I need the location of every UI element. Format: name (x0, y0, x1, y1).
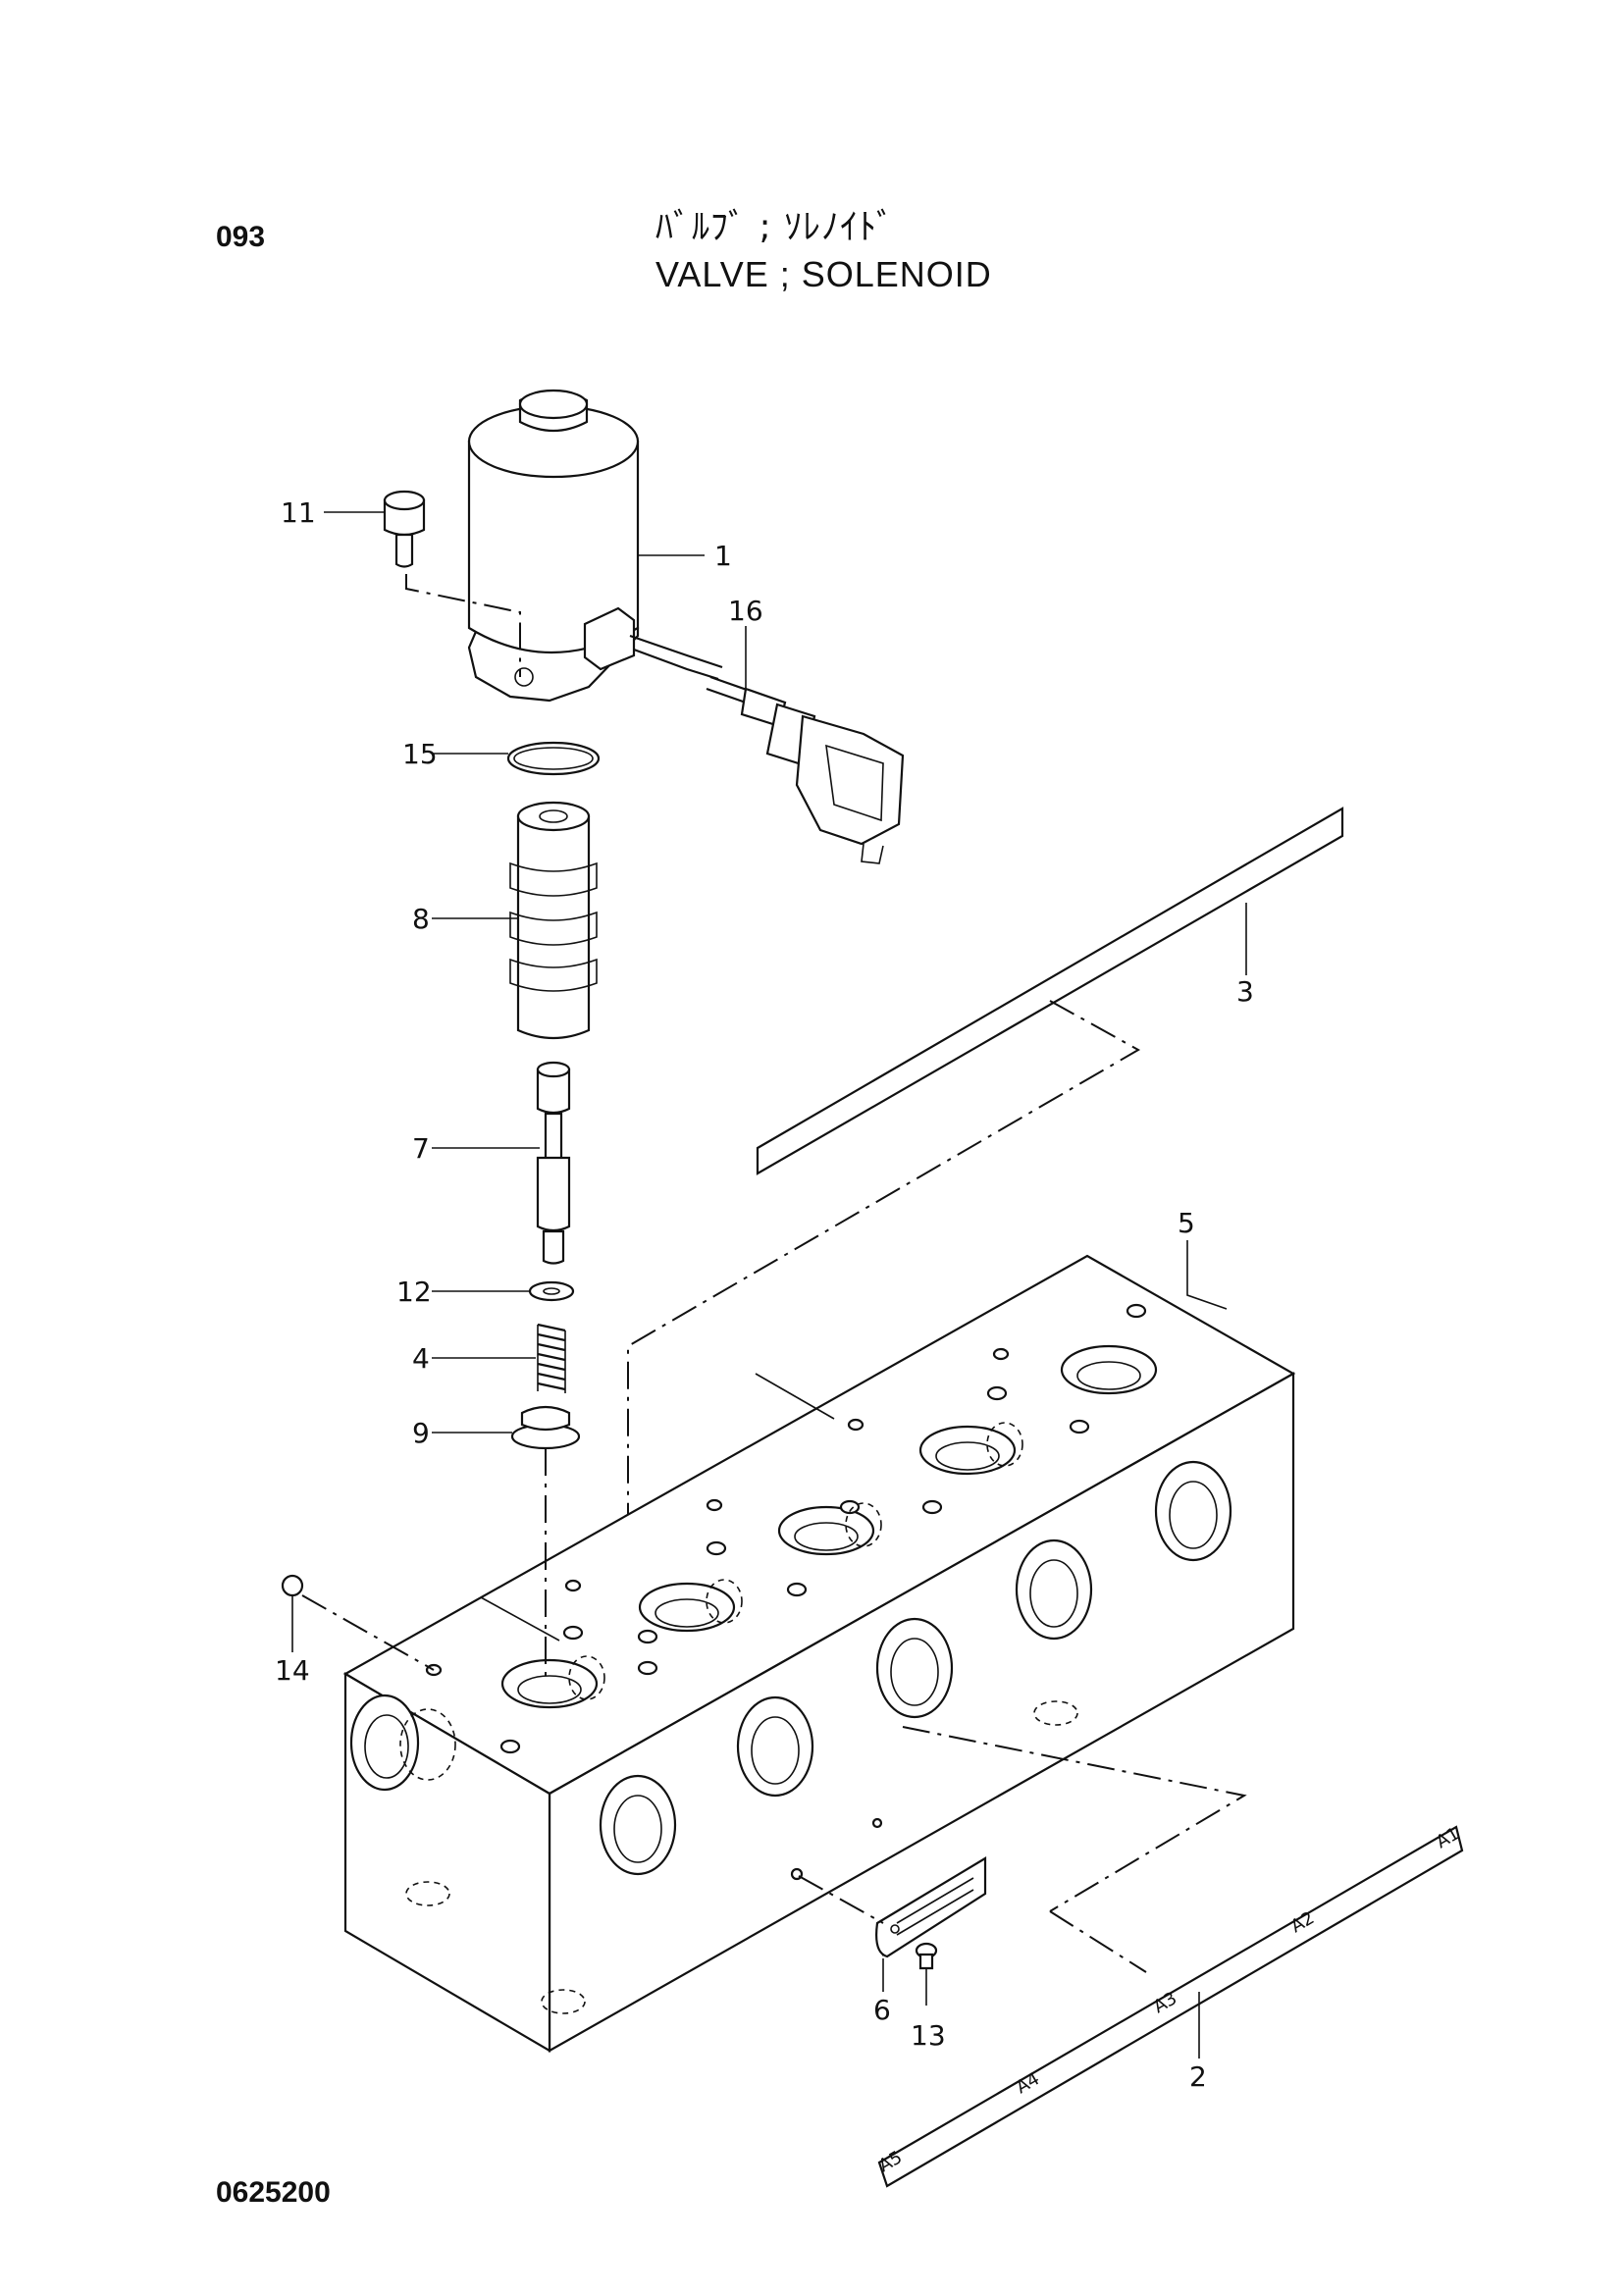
o-ring (506, 741, 601, 776)
callout-13: 13 (911, 2019, 946, 2052)
callout-14: 14 (275, 1654, 310, 1687)
gasket-plate-upper (627, 807, 1344, 1597)
page-number: 093 (216, 221, 266, 253)
name-plate (798, 1856, 987, 1958)
drive-screw (915, 1942, 938, 1970)
document-code: 0625200 (216, 2176, 331, 2209)
leader-lines (291, 511, 1247, 2059)
solenoid-coil (467, 389, 640, 703)
harness-connector (629, 634, 905, 864)
callout-3: 3 (1236, 975, 1254, 1008)
callout-9: 9 (412, 1417, 430, 1449)
valve-body-block (342, 1254, 1296, 2053)
callout-12: 12 (396, 1276, 432, 1308)
callout-8: 8 (412, 903, 430, 935)
callout-2: 2 (1189, 2060, 1207, 2093)
callout-4: 4 (412, 1342, 430, 1375)
plug-cap (510, 1405, 581, 1450)
valve-sleeve (509, 801, 598, 1040)
top-ports (425, 1303, 1158, 1754)
callout-16: 16 (728, 595, 763, 627)
callout-1: 1 (714, 540, 732, 572)
callout-6: 6 (873, 1994, 891, 2026)
valve-spool (536, 1061, 571, 1265)
spring (537, 1323, 566, 1393)
callout-5: 5 (1178, 1207, 1195, 1239)
title-block: ﾊﾞﾙﾌﾞ ; ｿﾚﾉｲﾄﾞ VALVE ; SOLENOID (655, 204, 992, 298)
callout-7: 7 (412, 1132, 430, 1165)
title-english: VALVE ; SOLENOID (655, 254, 992, 294)
title-japanese: ﾊﾞﾙﾌﾞ ; ｿﾚﾉｲﾄﾞ (655, 207, 896, 247)
ball-plug (281, 1574, 304, 1597)
callout-labels: 11 1 16 15 8 3 7 5 12 4 9 14 6 13 2 (275, 496, 1254, 2093)
callout-15: 15 (402, 738, 438, 770)
socket-bolt (383, 490, 521, 677)
washer (528, 1280, 575, 1302)
callout-11: 11 (281, 496, 316, 529)
front-ports (349, 1460, 1232, 1881)
